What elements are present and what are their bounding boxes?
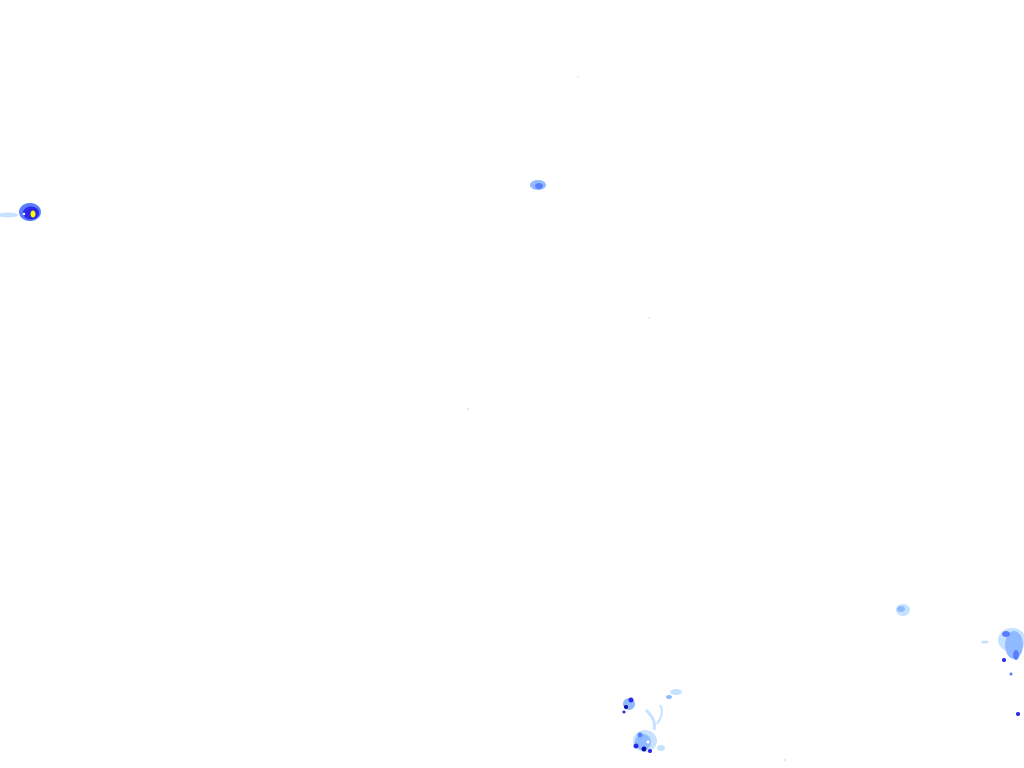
radar-echo-moderate <box>666 695 672 699</box>
radar-echo-gap <box>22 212 26 216</box>
radar-cluster-east <box>981 628 1024 716</box>
radar-echo-light <box>657 745 665 751</box>
radar-echo-light <box>981 640 989 644</box>
radar-cell-southeast-small <box>896 604 910 616</box>
radar-cell-north <box>530 180 546 190</box>
radar-specks <box>467 76 786 761</box>
radar-echo-light <box>0 212 18 218</box>
radar-echo-very-strong <box>624 705 628 709</box>
radar-echo-strong <box>622 710 626 714</box>
radar-speck <box>467 408 469 410</box>
radar-echo-strong <box>648 749 652 753</box>
radar-echo-strong <box>633 743 639 749</box>
radar-echo-strong <box>1013 650 1019 660</box>
radar-speck <box>577 76 579 78</box>
radar-echo-moderate <box>1005 631 1023 659</box>
radar-speck <box>648 317 650 319</box>
radar-echo-moderate <box>1009 672 1013 676</box>
radar-echo-strong <box>1002 631 1010 637</box>
radar-echo-light <box>670 689 682 695</box>
radar-echo-strong <box>1016 712 1020 716</box>
radar-echo-moderate <box>535 183 543 189</box>
radar-echo-strong <box>637 732 643 738</box>
radar-cluster-south <box>622 689 682 753</box>
radar-echo-strong <box>628 697 634 703</box>
radar-echo-light <box>644 708 656 731</box>
radar-cell-west <box>0 203 41 221</box>
radar-speck <box>784 759 786 761</box>
radar-echo-very-strong <box>641 746 647 752</box>
radar-echo-core <box>30 210 36 218</box>
radar-echo-moderate <box>635 734 651 750</box>
radar-echo-moderate <box>897 606 905 612</box>
radar-echo-strong <box>1002 658 1006 662</box>
radar-echo-gap <box>646 740 650 744</box>
radar-echo-light <box>656 704 663 725</box>
